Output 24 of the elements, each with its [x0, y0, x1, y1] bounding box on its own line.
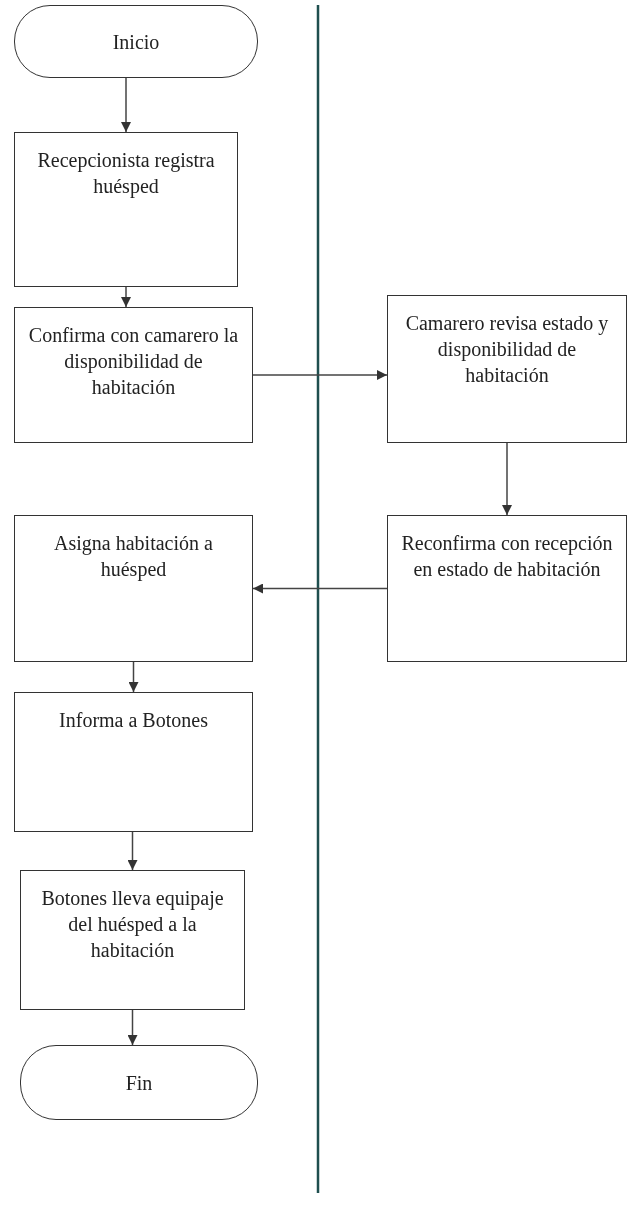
step-text: Fin: [125, 1070, 153, 1096]
process-box: [14, 692, 253, 832]
step-text: Recepcionista registra huésped: [36, 148, 216, 199]
arrow: [128, 661, 139, 693]
step-text: Botones lleva equipaje del huésped a la habitación: [40, 886, 225, 963]
arrow: [252, 583, 388, 594]
step-text: Reconfirma con recepción en estado de habitación: [400, 531, 614, 582]
process-box: [387, 295, 627, 443]
step-text: Confirma con camarero la disponibilidad de habitación: [27, 323, 240, 400]
process-box: [14, 307, 253, 443]
arrow: [127, 1009, 138, 1046]
step-text: Informa a Botones: [59, 708, 208, 733]
arrow: [252, 370, 388, 380]
process-box: [20, 870, 245, 1010]
arrow: [121, 77, 131, 133]
step-text: Asigna habitación a huésped: [53, 531, 214, 582]
process-box: [14, 515, 253, 662]
step-text: Camarero revisa estado y disponibilidad de habitación: [404, 311, 610, 388]
arrow: [127, 831, 138, 871]
arrow: [502, 442, 512, 516]
arrow: [121, 286, 131, 308]
process-box: [387, 515, 627, 662]
process-box: [14, 132, 238, 287]
step-text: Inicio: [112, 29, 160, 55]
